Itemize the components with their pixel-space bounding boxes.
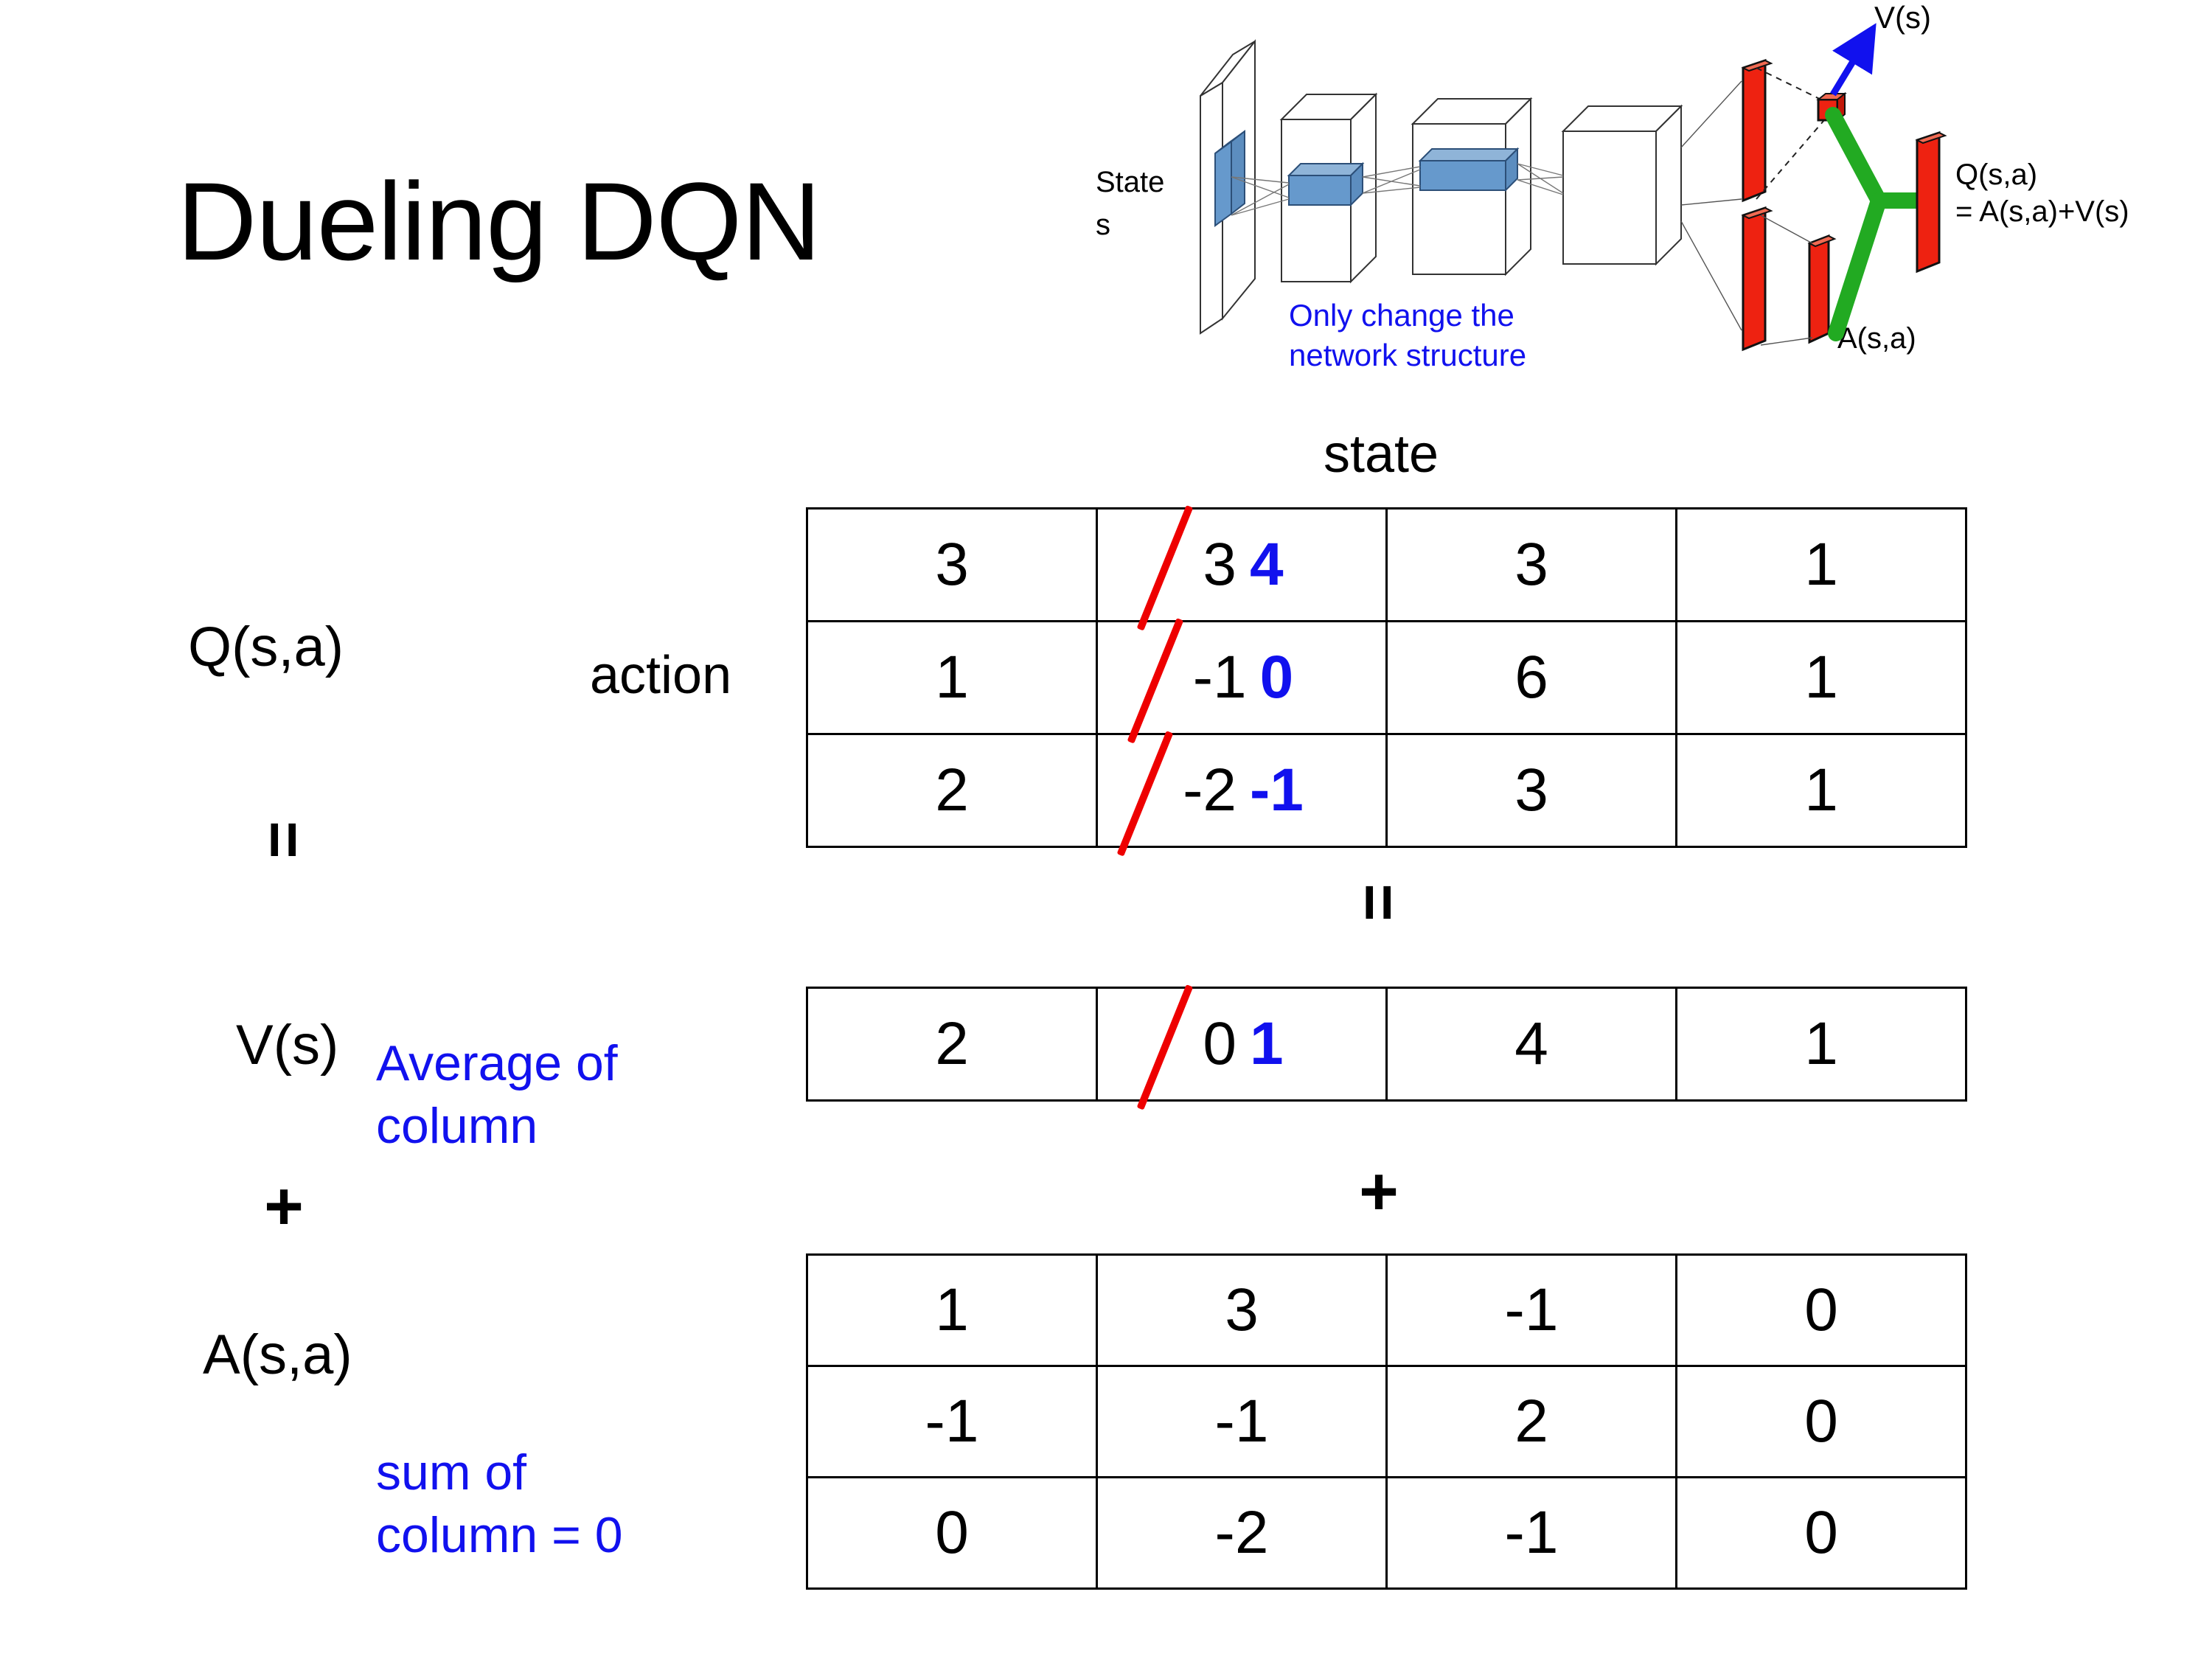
dueling-network-diagram: V(s) A(s,a)	[1091, 0, 2212, 413]
struck-old-value: -1	[1190, 643, 1250, 712]
struck-old-value: -2	[1180, 756, 1239, 825]
new-value: 0	[1259, 644, 1294, 711]
v-cell-c2[interactable]: 4	[1385, 987, 1677, 1102]
new-value: 1	[1250, 1010, 1284, 1077]
a-cell-r0c2[interactable]: -1	[1385, 1253, 1677, 1367]
table-row: -1 -1 2 0	[806, 1365, 1967, 1478]
svg-text:network structure: network structure	[1289, 338, 1526, 372]
svg-text:Only change the: Only change the	[1289, 298, 1514, 333]
svg-text:V(s): V(s)	[1874, 0, 1931, 35]
q-cell-r1c2[interactable]: 6	[1385, 620, 1677, 735]
q-cell-r0c2[interactable]: 3	[1385, 507, 1677, 622]
a-cell-r2c2[interactable]: -1	[1385, 1476, 1677, 1590]
svg-text:= A(s,a)+V(s): = A(s,a)+V(s)	[1955, 195, 2129, 228]
average-of-column-note: Average of column	[376, 1032, 730, 1158]
a-cell-r0c3[interactable]: 0	[1675, 1253, 1967, 1367]
struck-old-value: 3	[1200, 530, 1239, 599]
a-cell-r0c0[interactable]: 1	[806, 1253, 1098, 1367]
edited-value: -2-1	[1180, 756, 1304, 825]
a-cell-r2c1[interactable]: -2	[1096, 1476, 1388, 1590]
average-note-line1: Average of	[376, 1035, 618, 1091]
q-cell-r0c0[interactable]: 3	[806, 507, 1098, 622]
svg-text:A(s,a): A(s,a)	[1837, 322, 1916, 355]
sum-note-line2: column = 0	[376, 1507, 623, 1563]
sum-note-line1: sum of	[376, 1444, 527, 1500]
table-row: 1 3 -1 0	[806, 1253, 1967, 1367]
a-value-table: 1 3 -1 0 -1 -1 2 0 0 -2 -1 0	[806, 1253, 1967, 1590]
a-cell-r2c3[interactable]: 0	[1675, 1476, 1967, 1590]
q-cell-r1c0[interactable]: 1	[806, 620, 1098, 735]
svg-text:State: State	[1096, 166, 1164, 198]
plus-operator-left: +	[264, 1169, 304, 1244]
svg-text:Q(s,a): Q(s,a)	[1955, 159, 2037, 191]
a-cell-r1c2[interactable]: 2	[1385, 1365, 1677, 1478]
average-note-line2: column	[376, 1098, 538, 1154]
a-cell-r1c1[interactable]: -1	[1096, 1365, 1388, 1478]
new-value: -1	[1250, 757, 1304, 824]
equals-operator-center: =	[1343, 883, 1416, 922]
table-row: 0 -2 -1 0	[806, 1476, 1967, 1590]
v-cell-c0[interactable]: 2	[806, 987, 1098, 1102]
a-function-label: A(s,a)	[203, 1324, 352, 1386]
action-axis-label: action	[590, 646, 732, 705]
q-cell-r2c3[interactable]: 1	[1675, 733, 1967, 848]
plus-operator-center: +	[1359, 1154, 1399, 1229]
q-cell-r1c3[interactable]: 1	[1675, 620, 1967, 735]
struck-old-value: 0	[1200, 1009, 1239, 1079]
svg-text:s: s	[1096, 209, 1110, 241]
a-cell-r1c3[interactable]: 0	[1675, 1365, 1967, 1478]
v-cell-c3[interactable]: 1	[1675, 987, 1967, 1102]
a-cell-r1c0[interactable]: -1	[806, 1365, 1098, 1478]
q-cell-r2c1[interactable]: -2-1	[1096, 733, 1388, 848]
q-cell-r2c0[interactable]: 2	[806, 733, 1098, 848]
table-row: 2 -2-1 3 1	[806, 733, 1967, 848]
equals-operator-left: =	[248, 821, 321, 859]
a-cell-r2c0[interactable]: 0	[806, 1476, 1098, 1590]
a-cell-r0c1[interactable]: 3	[1096, 1253, 1388, 1367]
q-cell-r2c2[interactable]: 3	[1385, 733, 1677, 848]
sum-of-column-note: sum of column = 0	[376, 1441, 730, 1567]
state-axis-label: state	[1323, 425, 1439, 484]
q-function-label: Q(s,a)	[188, 616, 344, 678]
page-title: Dueling DQN	[177, 159, 821, 283]
new-value: 4	[1250, 531, 1284, 598]
q-cell-r0c3[interactable]: 1	[1675, 507, 1967, 622]
v-function-label: V(s)	[236, 1014, 339, 1077]
